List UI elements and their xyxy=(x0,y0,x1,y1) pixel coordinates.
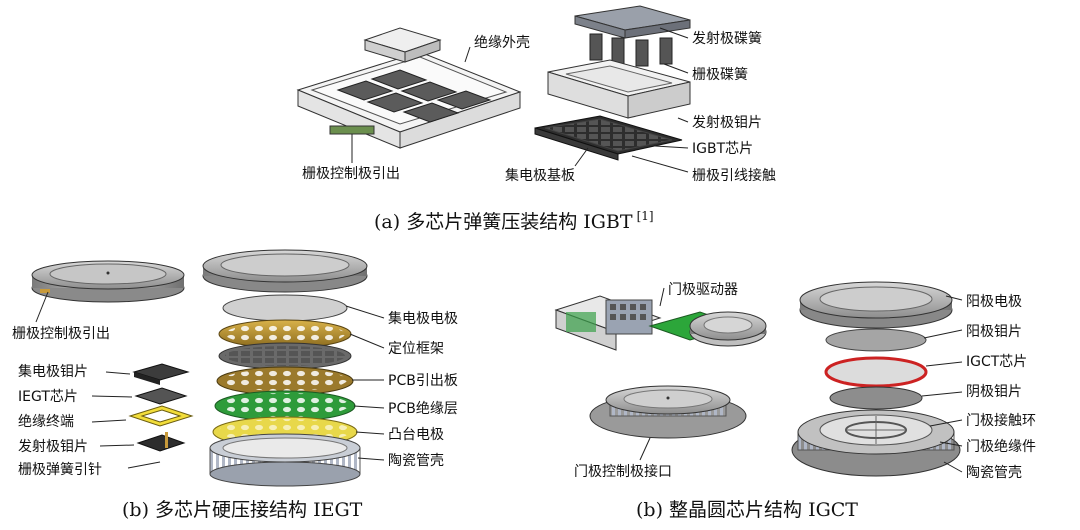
label-anode-mo: 阳极钼片 xyxy=(966,324,1022,340)
label-gate-spring: 栅极碟簧 xyxy=(692,67,748,83)
label-gate-interface: 门极控制极接口 xyxy=(574,463,672,480)
label-igct-chip: IGCT芯片 xyxy=(966,354,1027,370)
panel-c: 门极驱动器 门极控制极接口 xyxy=(554,281,1036,521)
label-pcb-insul: PCB绝缘层 xyxy=(388,401,458,417)
label-pcb-out: PCB引出板 xyxy=(388,373,458,389)
igbt-exploded-stack xyxy=(534,5,691,161)
label-cathode-mo: 阴极钼片 xyxy=(966,384,1022,400)
caption-a-ref: [1] xyxy=(637,209,654,223)
label-gate-pin: 栅极弹簧引针 xyxy=(18,462,102,478)
iegt-small-disk xyxy=(31,260,185,303)
panel-b: 栅极控制极引出 集电极钼片 IEGT芯片 绝缘终端 发射极钼片 栅极弹簧引针 xyxy=(12,249,458,521)
igct-gate-driver xyxy=(554,295,767,351)
iegt-small-parts xyxy=(128,363,194,452)
iegt-exploded-stack xyxy=(202,249,368,487)
label-frame: 定位框架 xyxy=(388,341,444,357)
label-gate-out-a: 栅极控制极引出 xyxy=(302,166,400,182)
label-gate-ring: 门极接触环 xyxy=(966,412,1036,429)
label-emitter-spring: 发射极碟簧 xyxy=(692,31,762,47)
label-boss-electrode: 凸台电极 xyxy=(388,427,444,443)
label-gate-driver: 门极驱动器 xyxy=(668,282,738,298)
caption-a-text: (a) 多芯片弹簧压装结构 IGBT xyxy=(374,211,633,233)
igct-bottom-disk xyxy=(589,385,747,439)
label-collector-mo: 集电极钼片 xyxy=(18,363,88,380)
label-collector-electrode: 集电极电极 xyxy=(388,310,458,327)
label-insulation-term: 绝缘终端 xyxy=(18,414,74,430)
igbt-module-housing xyxy=(296,27,522,149)
label-collector-base: 集电极基板 xyxy=(505,167,575,184)
label-gate-out-b: 栅极控制极引出 xyxy=(12,326,110,342)
label-insulating-shell: 绝缘外壳 xyxy=(474,34,530,51)
label-emitter-mo-b: 发射极钼片 xyxy=(18,439,88,455)
caption-a: (a) 多芯片弹簧压装结构 IGBT [1] xyxy=(374,209,654,233)
caption-c: (b) 整晶圆芯片结构 IGCT xyxy=(636,499,858,521)
label-gate-lead: 栅极引线接触 xyxy=(692,167,776,184)
label-ceramic-c: 陶瓷管壳 xyxy=(966,464,1022,481)
panel-a: 绝缘外壳 发射极碟簧 栅极碟簧 发射极钼片 IGBT芯片 栅极引线接触 集电极基… xyxy=(296,5,776,233)
label-emitter-mo-a: 发射极钼片 xyxy=(692,115,762,131)
label-iegt-chip: IEGT芯片 xyxy=(18,389,78,405)
label-gate-insul: 门极绝缘件 xyxy=(966,439,1036,455)
label-ceramic-b: 陶瓷管壳 xyxy=(388,452,444,469)
igct-exploded-stack xyxy=(791,281,961,477)
label-anode-electrode: 阳极电极 xyxy=(966,294,1022,310)
caption-b: (b) 多芯片硬压接结构 IEGT xyxy=(122,499,363,521)
label-igbt-chip: IGBT芯片 xyxy=(692,141,753,157)
